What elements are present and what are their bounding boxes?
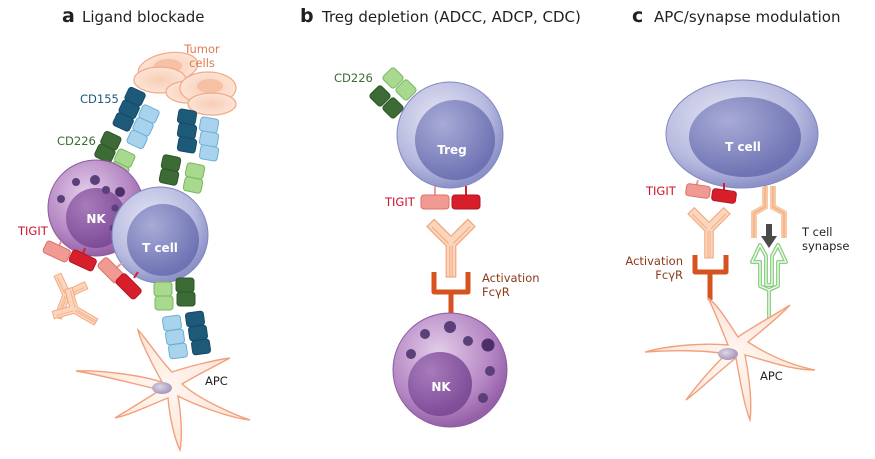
treg-label: Treg xyxy=(437,143,467,157)
activation-fcgr-c xyxy=(692,255,729,300)
activation-fcgr-b xyxy=(431,272,471,318)
anti-tigit-antibody-c xyxy=(687,207,731,259)
panel-c-title: APC/synapse modulation xyxy=(654,8,840,26)
activation-label-b-line1: Activation xyxy=(482,271,540,285)
activation-label-c-line2: FcγR xyxy=(655,268,683,282)
cd155-receptor-left xyxy=(112,86,160,150)
tigit-label-a: TIGIT xyxy=(17,224,49,238)
anti-tigit-antibody-b xyxy=(426,218,476,278)
cd226-receptor-tcell-lower xyxy=(153,277,196,311)
cd155-receptor-right xyxy=(176,108,220,162)
tigit-label-c: TIGIT xyxy=(645,184,677,198)
t-cell-label-a: T cell xyxy=(142,241,178,255)
apc-cell-a xyxy=(75,327,251,453)
t-cell-label-c: T cell xyxy=(725,140,761,154)
panel-a-title: Ligand blockade xyxy=(82,8,205,26)
panel-c-letter: c xyxy=(632,5,643,27)
tcr-synapse-receptor xyxy=(751,186,787,238)
tumor-cells-label-line2: cells xyxy=(189,56,215,70)
synapse-arrow-icon xyxy=(761,224,777,248)
activation-label-c-line1: Activation xyxy=(625,254,683,268)
t-cell-c: T cell xyxy=(665,79,819,189)
tigit-receptor-nk xyxy=(42,240,97,272)
cd155-receptor-apc xyxy=(162,310,211,360)
panel-b-title: Treg depletion (ADCC, ADCP, CDC) xyxy=(321,8,581,26)
panel-b: b Treg depletion (ADCC, ADCP, CDC) CD226… xyxy=(300,5,581,428)
tumor-cells xyxy=(133,51,237,116)
nk-label-b: NK xyxy=(431,380,451,394)
apc-label-c: APC xyxy=(760,369,783,383)
treg-cell: Treg xyxy=(396,81,504,189)
tumor-cells-label-line1: Tumor xyxy=(183,42,220,56)
apc-cell-c xyxy=(644,297,816,423)
cd226-receptor-tcell-upper xyxy=(158,154,206,194)
tigit-receptor-tcell xyxy=(97,257,142,300)
synapse-label-line2: synapse xyxy=(802,239,850,253)
tigit-label-b: TIGIT xyxy=(384,195,416,209)
nk-cell-b: NK xyxy=(392,312,508,428)
tigit-receptor-treg xyxy=(420,186,481,210)
panel-a-letter: a xyxy=(62,5,75,27)
panel-b-letter: b xyxy=(300,5,314,27)
nk-label-a: NK xyxy=(86,212,106,226)
apc-synapse-ligand xyxy=(750,243,788,320)
t-cell-a: T cell xyxy=(111,186,209,284)
tigit-receptor-c xyxy=(685,179,737,204)
cd226-label: CD226 xyxy=(57,134,96,148)
panel-c: c APC/synapse modulation T cell TIGIT Ac… xyxy=(625,5,850,423)
cd226-receptor-treg xyxy=(369,67,417,119)
cd155-label: CD155 xyxy=(80,92,119,106)
apc-label-a: APC xyxy=(205,374,228,388)
synapse-label-line1: T cell xyxy=(801,225,832,239)
panel-a: a Ligand blockade Tumor cells CD155 xyxy=(17,5,251,453)
cd226-label-b: CD226 xyxy=(334,71,373,85)
activation-label-b-line2: FcγR xyxy=(482,285,510,299)
